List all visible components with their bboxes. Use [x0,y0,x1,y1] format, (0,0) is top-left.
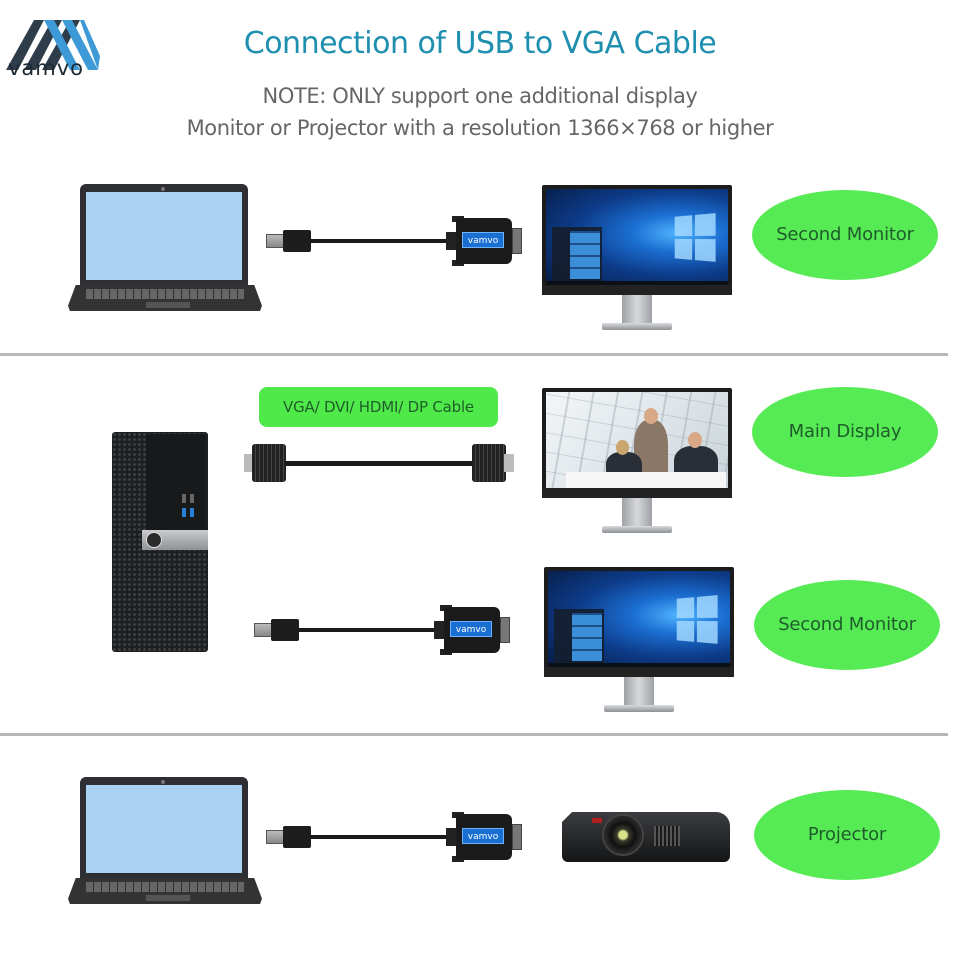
label-main-display: Main Display [752,387,938,477]
label-second-monitor: Second Monitor [754,580,940,670]
main-display-monitor-icon [542,388,732,538]
laptop-icon [66,184,266,314]
adapter-brand-label: vamvo [462,232,504,248]
label-second-monitor: Second Monitor [752,190,938,280]
laptop-icon [66,777,266,907]
vga-cable-icon [244,444,514,484]
usb-vga-adapter-icon: vamvo [266,212,526,272]
note-line-2: Monitor or Projector with a resolution 1… [186,116,774,140]
projector-icon [562,806,730,866]
usb-vga-adapter-icon: vamvo [266,808,526,868]
vamvo-logo-icon [6,20,100,70]
cable-type-tag: VGA/ DVI/ HDMI/ DP Cable [259,387,498,427]
second-monitor-icon [542,185,732,335]
section-divider [0,733,948,736]
usb-vga-adapter-icon: vamvo [254,601,514,661]
note-line-1: NOTE: ONLY support one additional displa… [262,84,698,108]
brand-name: vamvo [8,56,85,80]
adapter-brand-label: vamvo [462,828,504,844]
section-divider [0,353,948,356]
second-monitor-icon [544,567,734,717]
adapter-brand-label: vamvo [450,621,492,637]
page-title: Connection of USB to VGA Cable [243,26,717,61]
label-projector: Projector [754,790,940,880]
desktop-tower-icon [112,432,208,652]
